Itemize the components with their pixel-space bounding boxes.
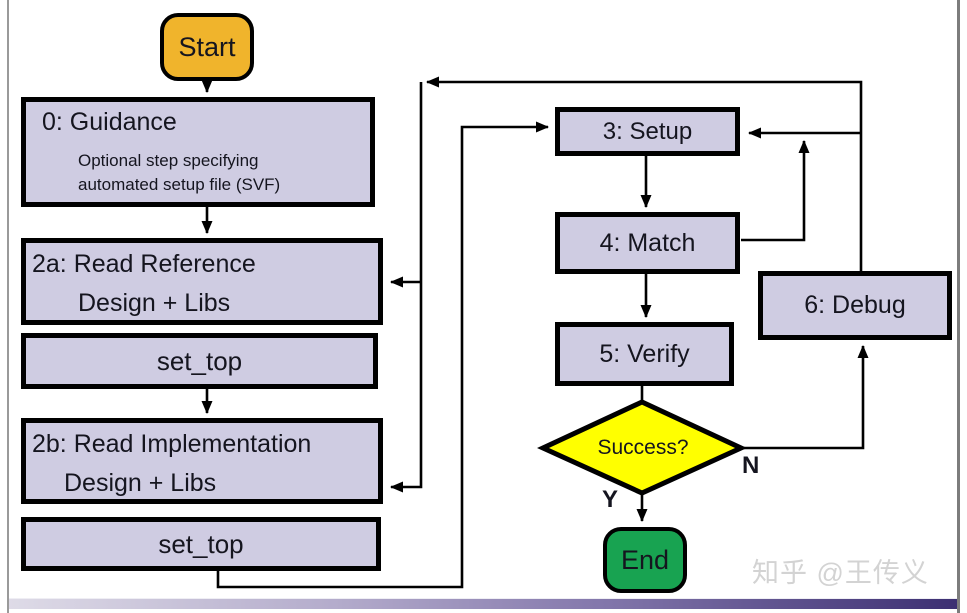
match-label: 4: Match bbox=[599, 228, 696, 257]
end-node: End bbox=[603, 527, 687, 593]
guidance-description: Optional step specifying automated setup… bbox=[78, 149, 370, 197]
guidance-step-box: 0: Guidance Optional step specifying aut… bbox=[21, 97, 375, 207]
edge-debug-to-feedback-top bbox=[426, 76, 861, 271]
setup-label: 3: Setup bbox=[602, 117, 693, 145]
verify-label: 5: Verify bbox=[599, 339, 690, 368]
guidance-title: 0: Guidance bbox=[42, 108, 177, 136]
read-reference-line2: Design + Libs bbox=[78, 289, 231, 317]
right-page-border bbox=[957, 0, 960, 613]
no-branch-label: N bbox=[742, 452, 760, 479]
setup-step-box: 3: Setup bbox=[555, 107, 740, 156]
debug-step-box: 6: Debug bbox=[758, 271, 952, 340]
read-implementation-line2: Design + Libs bbox=[64, 469, 217, 497]
edge-decision-no-to-debug bbox=[741, 345, 869, 448]
set-top-box-2: set_top bbox=[21, 517, 381, 571]
guidance-desc-line2: automated setup file (SVF) bbox=[78, 175, 281, 194]
set-top-1-label: set_top bbox=[156, 345, 243, 376]
edge-match-to-setup-loop bbox=[741, 140, 810, 240]
set-top-2-label: set_top bbox=[158, 528, 244, 559]
guidance-desc-line1: Optional step specifying bbox=[78, 151, 259, 170]
success-decision-label: Success? bbox=[597, 436, 689, 459]
edge-settop2-to-setup bbox=[218, 121, 549, 587]
match-step-box: 4: Match bbox=[555, 212, 740, 274]
left-page-border bbox=[7, 0, 9, 613]
end-label: End bbox=[620, 544, 670, 575]
edge-feedback-to-read-implementation bbox=[390, 82, 421, 493]
watermark: 知乎 @王传义 bbox=[752, 558, 929, 588]
bottom-gradient-bar bbox=[8, 598, 957, 609]
read-implementation-line1: 2b: Read Implementation bbox=[32, 430, 312, 458]
success-decision-diamond bbox=[543, 402, 741, 493]
read-reference-line1: 2a: Read Reference bbox=[32, 250, 256, 278]
read-implementation-box: 2b: Read Implementation Design + Libs bbox=[21, 418, 383, 504]
verify-step-box: 5: Verify bbox=[555, 322, 734, 386]
start-node: Start bbox=[160, 13, 254, 81]
start-label: Start bbox=[178, 31, 236, 62]
read-reference-box: 2a: Read Reference Design + Libs bbox=[21, 238, 383, 325]
yes-branch-label: Y bbox=[602, 486, 619, 513]
set-top-box-1: set_top bbox=[21, 333, 378, 389]
debug-label: 6: Debug bbox=[804, 291, 906, 319]
